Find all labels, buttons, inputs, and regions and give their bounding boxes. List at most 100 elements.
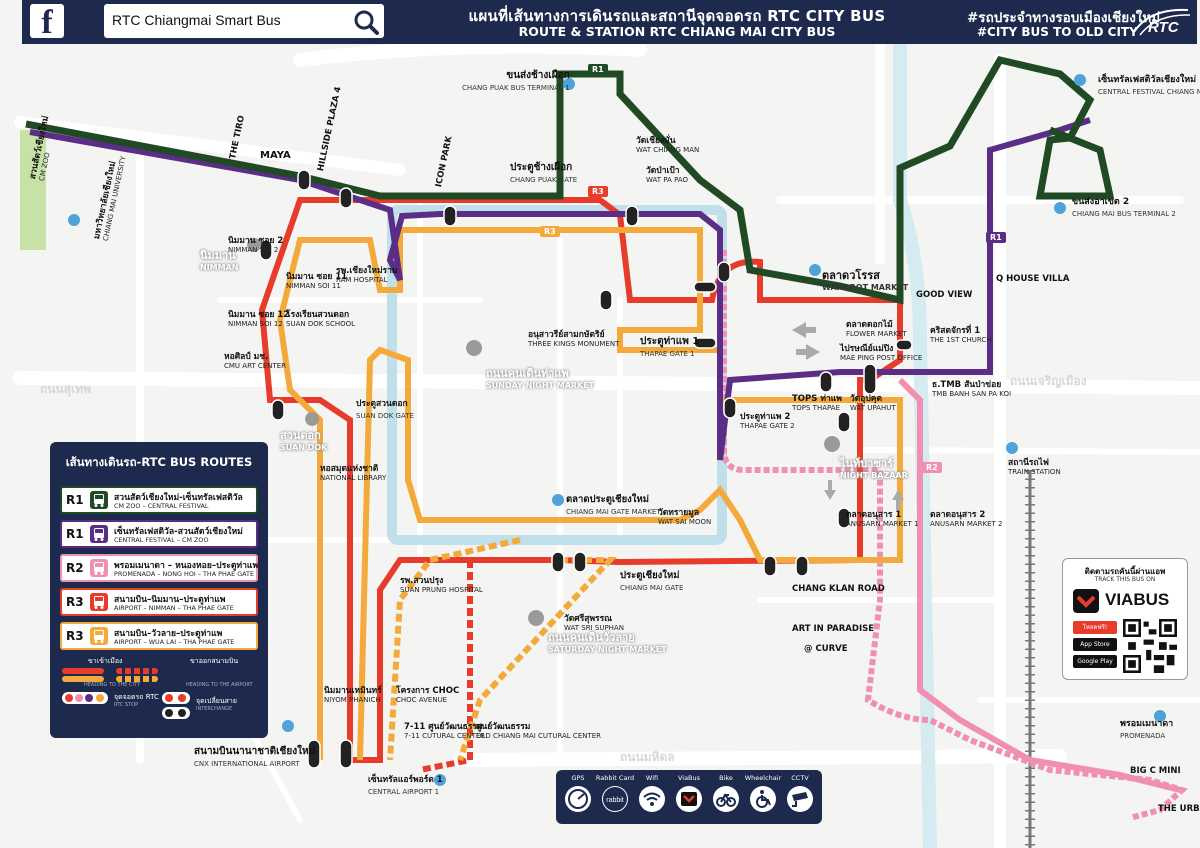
route-r3-red-line [258, 197, 903, 763]
route-tag-r3-red: R3 [588, 186, 608, 197]
route-r1-green-line [25, 56, 1115, 305]
wifi-icon [639, 786, 665, 812]
location-pins [247, 238, 841, 642]
bus-icon [90, 491, 108, 509]
route-tag-r3-orange: R3 [540, 226, 560, 237]
route-r1-purple-line [29, 117, 1091, 461]
legend-route-row: R1 เซ็นทรัลเฟสติวัล-สวนสัตว์เชียงใหม่CENT… [60, 520, 258, 548]
road-suthep: ถนนสุเทพ [40, 382, 91, 396]
legend-route-thai: เซ็นทรัลเฟสติวัล-สวนสัตว์เชียงใหม่ [114, 527, 243, 537]
legend-route-thai: สนามบิน–วัวลาย–ประตูท่าแพ [114, 629, 223, 639]
legend-route-code: R3 [66, 595, 84, 609]
terminal-central-festival: เซ็นทรัลเฟสติวัลเชียงใหม่ CENTRAL FESTIV… [1098, 75, 1200, 96]
legend-to-airport-label: ขาออกสนามบิน [190, 657, 239, 665]
terminal-central-airport: เซ็นทรัลแอร์พอร์ต 1 CENTRAL AIRPORT 1 [368, 775, 443, 796]
gate-chang-puak: ประตูช้างเผือก CHANG PUAK GATE [510, 162, 578, 184]
viabus-title-thai: ติดตามรถคันนี้ผ่านแอพ [1084, 567, 1166, 576]
park-area [20, 130, 46, 250]
legend-to-city-label: ขาเข้าเมือง [88, 657, 123, 665]
rtc-logo: RTC [1133, 8, 1191, 36]
search-icon[interactable] [352, 8, 380, 36]
store-button[interactable]: โหลดฟรี! [1073, 621, 1117, 634]
market-night-bazaar: ไนท์บาซาร์ NIGHT BAZAAR [840, 457, 908, 481]
legend-route-english: CENTRAL FESTIVAL – CM ZOO [114, 536, 209, 544]
legend-stop-icon [62, 692, 108, 704]
legend-route-code: R1 [66, 527, 84, 541]
stop-national-library: หอสมุดแห่งชาติNATIONAL LIBRARY [320, 464, 387, 482]
amenity-label: ViaBus [677, 774, 701, 782]
stop-curve: @ CURVE [804, 644, 848, 654]
stop-big-c: BIG C MINI [1130, 766, 1181, 776]
stop-cmu-art-center: หอศิลป์ มช.CMU ART CENTER [224, 352, 287, 370]
stop-niyom-phanich: นิมมานเหมินทร์NIYOM PHANICH [324, 686, 382, 704]
terminal-airport: สนามบินนานาชาติเชียงใหม่ CNX INTERNATION… [194, 746, 316, 768]
stop-good-view: GOOD VIEW [916, 290, 973, 300]
bike-icon [713, 786, 739, 812]
legend-title: เส้นทางเดินรถ-RTC BUS ROUTES [65, 455, 253, 469]
viabus-logo-icon[interactable] [1073, 589, 1099, 613]
route-r3-red-dashed [419, 560, 473, 773]
legend-line-to-airport [116, 668, 158, 674]
viabus-icon [676, 786, 702, 812]
amenity-label: GPS [571, 774, 585, 782]
legend-to-city-sub: HEADING TO THE CITY [84, 682, 141, 688]
route-r2-line [721, 250, 1188, 821]
market-sunday: ถนนคนเดินท่าแพ SUNDAY NIGHT MARKET [486, 367, 595, 391]
hashtag-thai: #รถประจำทางรอบเมืองเชียงใหม่ [967, 10, 1161, 26]
legend-route-english: AIRPORT – NIMMAN – THA PHAE GATE [114, 604, 234, 612]
legend-line-to-city-b [62, 676, 104, 682]
road-charoen-muang: ถนนเจริญเมือง [1010, 374, 1087, 388]
stop-maya: MAYA [260, 150, 291, 161]
amenity-label: Wifi [645, 774, 659, 782]
market-suan-dok: สวนดอก SUAN DOK [280, 429, 328, 453]
route-tag-r1-right: R1 [986, 232, 1006, 243]
market-chiang-mai-gate: ตลาดประตูเชียงใหม่ CHIANG MAI GATE MARKE… [566, 494, 661, 516]
legend-route-code: R2 [66, 561, 84, 575]
stop-changklan: CHANG KLAN ROAD [792, 584, 885, 594]
hashtag-english: #CITY BUS TO OLD CITY [977, 25, 1138, 39]
legend-stop-label: จุดจอดรถ RTC [114, 693, 159, 701]
viabus-panel: ติดตามรถคันนี้ผ่านแอพ TRACK THIS BUS ON … [1062, 558, 1188, 680]
legend-line-to-city [62, 668, 104, 674]
gps-icon [565, 786, 591, 812]
amenity-label: Wheelchair [744, 774, 782, 782]
market-warorot: ตลาดวโรรส WAROROT MARKET [822, 269, 909, 293]
rtc-logo-text: RTC [1148, 19, 1180, 36]
facebook-icon[interactable]: f [30, 4, 64, 41]
route-tag-r1-top: R1 [588, 64, 608, 75]
legend-route-english: AIRPORT – WUA LAI – THA PHAE GATE [114, 638, 235, 646]
qr-code-icon[interactable] [1123, 619, 1177, 673]
viabus-title-english: TRACK THIS BUS ON [1094, 576, 1156, 583]
bus-icon [90, 627, 108, 645]
road-mahidol: ถนนมหิดล [620, 750, 675, 764]
cctv-icon [787, 786, 813, 812]
store-button[interactable]: App Store [1073, 638, 1117, 651]
legend-line-to-airport-b [116, 676, 158, 682]
search-box[interactable]: RTC Chiangmai Smart Bus [104, 4, 384, 38]
store-button[interactable]: Google Play [1073, 655, 1117, 668]
wheelchair-icon [750, 786, 776, 812]
